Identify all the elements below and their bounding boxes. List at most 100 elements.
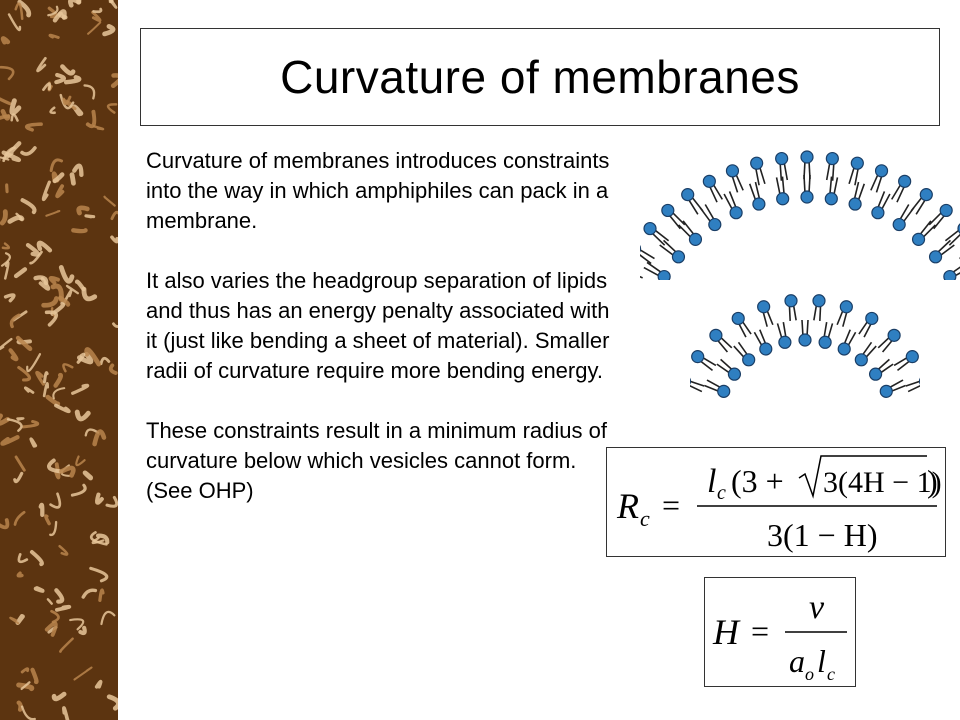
- lipid-headgroup: [717, 384, 731, 398]
- texture-squiggle: [81, 588, 98, 599]
- lipid-headgroup: [911, 232, 926, 246]
- texture-squiggle: [20, 705, 36, 720]
- rc-symbol: R: [616, 486, 639, 526]
- texture-squiggle: [3, 261, 10, 280]
- texture-squiggle: [75, 0, 82, 5]
- texture-squiggle: [99, 356, 111, 366]
- lipid-headgroup: [887, 328, 901, 342]
- texture-squiggle: [100, 610, 116, 626]
- texture-squiggle: [55, 604, 72, 612]
- texture-squiggle: [74, 409, 91, 422]
- texture-squiggle: [45, 394, 61, 407]
- texture-squiggle: [59, 93, 75, 110]
- lipid-tail: [640, 275, 643, 279]
- lipid-headgroup: [742, 353, 756, 367]
- h-equals: =: [751, 613, 769, 649]
- lipid-headgroup: [776, 192, 790, 206]
- lipid-headgroup: [657, 269, 671, 280]
- texture-squiggle: [0, 156, 10, 161]
- texture-squiggle: [15, 212, 24, 221]
- texture-squiggle: [49, 520, 58, 537]
- texture-squiggle: [92, 7, 103, 14]
- texture-squiggle: [36, 240, 53, 253]
- formula-radius-curvature: R c = l c (3 + 3(4H − 1) ) 3(1 − H): [606, 447, 946, 557]
- texture-squiggle: [0, 518, 10, 530]
- texture-squiggle: [0, 36, 11, 45]
- lipid-headgroup: [775, 151, 789, 166]
- texture-squiggle: [38, 277, 51, 291]
- texture-squiggle: [48, 275, 60, 285]
- texture-squiggle: [54, 462, 61, 480]
- curved-bilayer-large-diagram: [640, 150, 960, 280]
- lipid-headgroup: [879, 384, 893, 398]
- lipid-headgroup: [784, 294, 798, 308]
- texture-squiggle: [13, 267, 28, 279]
- formula-h-svg: H = v a o l c: [712, 589, 847, 684]
- texture-squiggle: [16, 571, 24, 578]
- lipid-headgroup: [892, 217, 906, 232]
- texture-squiggle: [50, 283, 64, 302]
- lipid-tail: [907, 385, 920, 393]
- texture-squiggle: [69, 172, 76, 186]
- texture-squiggle: [45, 209, 61, 217]
- texture-squiggle: [47, 6, 58, 19]
- texture-squiggle: [55, 184, 65, 199]
- lipid-tail: [905, 380, 920, 387]
- h-den-a: a: [789, 643, 805, 679]
- texture-squiggle: [0, 209, 8, 226]
- texture-squiggle: [91, 10, 102, 22]
- texture-squiggle: [0, 337, 13, 351]
- lipid-headgroup: [702, 174, 716, 188]
- texture-squiggle: [44, 621, 58, 637]
- texture-squiggle: [108, 363, 118, 375]
- texture-squiggle: [0, 65, 15, 81]
- lipid-tail: [690, 385, 703, 393]
- formula-packing-parameter: H = v a o l c: [704, 577, 856, 687]
- texture-squiggle: [62, 363, 74, 373]
- texture-squiggle: [9, 616, 20, 625]
- lipid-headgroup: [905, 350, 919, 364]
- lipid-headgroup: [868, 367, 883, 381]
- lipid-headgroup: [643, 221, 657, 236]
- texture-squiggle: [89, 566, 109, 583]
- texture-squiggle: [33, 586, 45, 593]
- lipid-headgroup: [752, 197, 766, 211]
- texture-squiggle: [54, 588, 65, 604]
- lipid-headgroup: [837, 342, 851, 356]
- texture-squiggle: [3, 293, 16, 303]
- texture-squiggle: [9, 98, 22, 116]
- texture-squiggle: [49, 106, 56, 115]
- rc-equals: =: [662, 487, 680, 523]
- lipid-headgroup: [661, 203, 675, 218]
- rc-sqrt-inner: 3(4H − 1): [823, 466, 942, 499]
- texture-squiggle: [13, 471, 24, 484]
- texture-squiggle: [70, 483, 87, 497]
- texture-squiggle: [16, 417, 25, 421]
- texture-squiggle: [69, 618, 85, 631]
- lipid-headgroup: [688, 232, 703, 246]
- texture-squiggle: [49, 492, 62, 509]
- lipid-headgroup: [709, 328, 723, 342]
- texture-squiggle: [14, 2, 24, 21]
- texture-squiggle: [26, 353, 42, 373]
- texture-squiggle: [110, 73, 118, 89]
- texture-squiggle: [95, 533, 110, 545]
- texture-squiggle: [58, 544, 69, 556]
- lipid-headgroup: [800, 190, 814, 204]
- texture-squiggle: [75, 455, 86, 467]
- lipid-tail: [640, 254, 652, 265]
- lipid-headgroup: [681, 188, 695, 202]
- texture-squiggle: [108, 0, 118, 9]
- texture-squiggle: [47, 5, 59, 17]
- texture-squiggle: [0, 252, 11, 267]
- texture-squiggle: [13, 510, 26, 526]
- lipid-headgroup: [757, 300, 771, 314]
- texture-squiggle: [20, 681, 31, 691]
- texture-squiggle: [89, 531, 108, 546]
- rc-numerator-l: l: [707, 463, 716, 500]
- texture-squiggle: [16, 682, 35, 692]
- lipid-headgroup: [825, 151, 839, 166]
- texture-squiggle: [17, 553, 29, 564]
- texture-squiggle: [42, 82, 52, 92]
- lipid-headgroup: [778, 335, 792, 349]
